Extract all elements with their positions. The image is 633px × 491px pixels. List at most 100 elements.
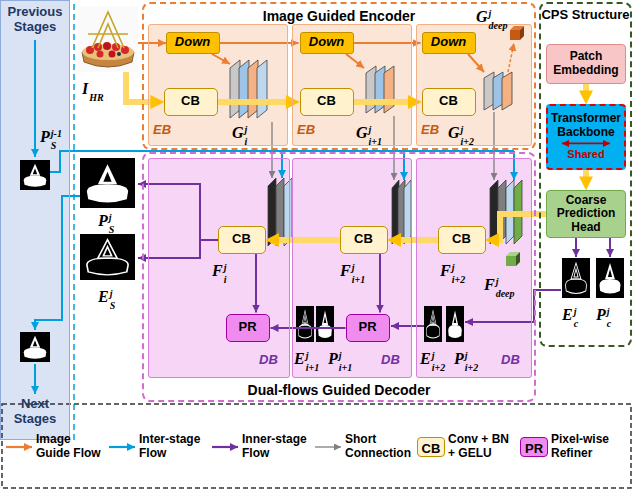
label-slot: j	[224, 258, 227, 274]
prediction-maps	[20, 160, 50, 190]
text-slot: PR	[358, 320, 376, 335]
legend-slot: Inter-stage Flow	[139, 417, 207, 477]
math-symbol: j	[109, 212, 112, 223]
prediction-maps	[446, 306, 464, 342]
label-slot: j	[496, 272, 499, 288]
math-symbol: j	[452, 262, 455, 273]
shared-arrow-line	[562, 142, 610, 144]
text-slot: EB	[153, 123, 183, 138]
encoder-feature-stack	[502, 72, 512, 110]
legend-text: Inner-stage Flow	[242, 433, 310, 461]
label-slot: P	[98, 212, 108, 230]
cps-region: Patch EmbeddingTransformer BackboneShare…	[539, 2, 632, 347]
prediction-maps	[596, 258, 624, 298]
node-text: Transformer Backbone	[551, 111, 621, 139]
encoder-feature-stack	[239, 60, 249, 118]
static-wires	[34, 364, 36, 394]
node-text: CB	[232, 231, 251, 246]
static-wires	[109, 446, 135, 448]
math-symbol: E	[98, 288, 109, 305]
math-symbol: j	[369, 124, 372, 135]
static-wires	[391, 325, 424, 327]
encoder-feature-stack	[248, 60, 258, 118]
static-wires	[609, 238, 611, 257]
math-symbol: I	[82, 80, 88, 97]
text-slot: EB	[421, 123, 451, 138]
static-wires	[35, 196, 80, 330]
math-symbol: deep	[496, 288, 515, 299]
math-symbol: j	[574, 306, 577, 317]
label-slot: j	[574, 302, 577, 318]
static-wires	[468, 54, 484, 72]
static-wires	[513, 151, 515, 180]
label-slot: j	[461, 120, 464, 136]
math-symbol: S	[51, 140, 57, 151]
static-wires	[315, 446, 341, 447]
cb-box: CB	[164, 88, 218, 116]
down-box: Down	[422, 32, 476, 54]
text-slot: CB	[317, 94, 336, 109]
text-slot: CB	[354, 232, 373, 247]
label-slot: E	[562, 306, 573, 324]
math-symbol: F	[340, 262, 351, 279]
text-slot: Shared	[567, 148, 604, 162]
input-image	[78, 6, 138, 72]
math-symbol: E	[294, 350, 305, 367]
prediction-maps	[20, 158, 624, 362]
legend-box-label: PR	[525, 441, 543, 456]
text-slot: CB	[181, 94, 200, 109]
label-slot: E	[294, 350, 305, 368]
math-symbol: i+1	[352, 274, 365, 285]
math-symbol: j	[607, 306, 610, 317]
deep-cube	[510, 30, 520, 40]
input-image	[121, 46, 129, 54]
math-symbol: F	[212, 262, 223, 279]
label-slot: j	[489, 4, 492, 20]
node-text: Previous Stages	[8, 4, 63, 34]
math-symbol: P	[40, 128, 50, 145]
label-slot: G	[448, 124, 460, 142]
math-symbol: P	[328, 350, 338, 367]
text-slot: DB	[259, 353, 285, 368]
input-image	[88, 12, 128, 48]
label-slot: P	[596, 306, 606, 324]
node-text: CB	[452, 231, 471, 246]
node-text: EB	[297, 122, 315, 137]
math-symbol: c	[607, 318, 611, 329]
legend-frame	[2, 404, 631, 488]
node-text: Down	[431, 34, 466, 49]
label-slot: j	[352, 258, 355, 274]
label-slot: P	[40, 128, 50, 146]
static-wires	[393, 116, 394, 180]
flow-arrow	[379, 254, 381, 313]
math-symbol: F	[484, 276, 495, 293]
cb-box: CB	[340, 226, 388, 254]
text-slot: Down	[431, 35, 466, 50]
transformer-box: Transformer BackboneShared	[546, 104, 626, 170]
text-slot: CB	[439, 94, 458, 109]
math-symbol: S	[110, 300, 116, 311]
math-symbol: E	[562, 306, 573, 323]
flow-arrow	[354, 99, 414, 105]
text-slot: Coarse Prediction Head	[547, 194, 625, 235]
math-symbol: j	[496, 276, 499, 287]
block-fill	[0, 0, 70, 440]
pr-box: PR	[346, 314, 390, 342]
node-text: EB	[153, 122, 171, 137]
static-wires	[508, 43, 514, 72]
label-slot: E	[98, 288, 109, 306]
flow-arrow	[218, 99, 292, 105]
text-slot: PR	[238, 320, 256, 335]
label-slot: j	[245, 120, 248, 136]
encoder-feature-stack	[366, 66, 376, 113]
decoder-block: CBDB	[416, 158, 532, 378]
input-image	[97, 51, 104, 58]
text-slot: Transformer Backbone	[548, 112, 624, 140]
label-slot: G	[476, 8, 488, 26]
math-symbol: j-1	[51, 128, 62, 139]
node-text: Down	[175, 34, 210, 49]
node-text: Dual-flows Guided Decoder	[248, 382, 431, 398]
flow-arrow	[583, 170, 589, 182]
static-wires	[34, 40, 36, 157]
